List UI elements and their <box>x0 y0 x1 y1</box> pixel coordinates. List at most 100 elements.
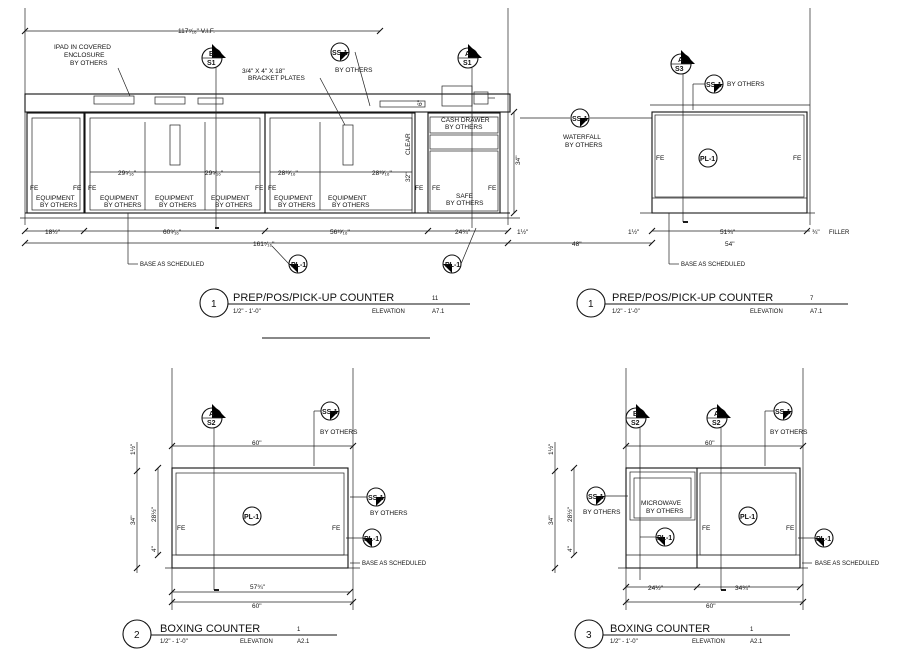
ipad-note: IPAD IN COVERED ENCLOSURE BY OTHERS <box>54 44 131 97</box>
svg-text:1: 1 <box>211 299 217 310</box>
svg-text:1: 1 <box>297 627 301 633</box>
dim-28-b: 28¹³⁄₁₆" <box>372 170 392 177</box>
section-tag-a-s2-b: A S2 <box>706 404 731 591</box>
dim-18-5: 18½" <box>45 228 61 236</box>
fe-label: FE <box>702 525 711 532</box>
material-tag-ss1-c: SS-1 BY OTHERS <box>313 401 358 466</box>
note-base-scheduled: BASE AS SCHEDULED <box>815 561 880 567</box>
svg-text:1/2" - 1'-0": 1/2" - 1'-0" <box>233 309 261 315</box>
svg-text:3/4" X 4" X 18": 3/4" X 4" X 18" <box>242 68 285 75</box>
svg-text:MICROWAVE: MICROWAVE <box>641 500 682 507</box>
dim-32: 32" <box>405 172 412 182</box>
section-tag-b-s2: B S2 <box>625 404 650 580</box>
svg-text:1: 1 <box>588 299 594 310</box>
view-title-text: BOXING COUNTER <box>610 623 710 635</box>
view-title-2: 2 BOXING COUNTER 1 1/2" - 1'-0" ELEVATIO… <box>122 619 337 649</box>
view-title-3: 3 BOXING COUNTER 1 1/2" - 1'-0" ELEVATIO… <box>574 619 790 649</box>
dim-34: 34" <box>548 515 555 525</box>
material-tag-ss1-d: SS-1 BY OTHERS <box>350 487 408 517</box>
dim-60: 60" <box>252 440 262 447</box>
dim-29-b: 29⁵⁄₁₆" <box>205 170 224 177</box>
svg-text:ELEVATION: ELEVATION <box>750 309 783 315</box>
section-tag-a-s3: A S3 <box>670 50 695 223</box>
svg-text:BY OTHERS: BY OTHERS <box>370 510 408 517</box>
material-tag-ss1: SS-1 BY OTHERS <box>330 42 373 107</box>
svg-text:SS-1: SS-1 <box>332 50 348 57</box>
svg-text:ELEVATION: ELEVATION <box>372 309 405 315</box>
dim-1-5: 1½" <box>517 228 529 236</box>
dim-6: 6" <box>417 99 424 106</box>
svg-text:BY OTHERS: BY OTHERS <box>159 202 197 209</box>
dim-1-5: 1½" <box>129 443 137 455</box>
fe-label: FE <box>30 185 39 192</box>
dim-overall-top: 117⁷⁄₁₆" V.I.F. <box>178 28 215 35</box>
svg-text:1/2" - 1'-0": 1/2" - 1'-0" <box>610 639 638 645</box>
svg-text:A: A <box>209 411 214 418</box>
svg-text:PL-1: PL-1 <box>364 536 379 543</box>
material-tag-ss1-b: SS-1 BY OTHERS <box>692 74 765 110</box>
note-base-scheduled: BASE AS SCHEDULED <box>140 262 205 268</box>
svg-text:PL-1: PL-1 <box>657 535 672 542</box>
dim-34-main: 34" <box>515 155 522 165</box>
svg-text:SS-1: SS-1 <box>572 116 588 123</box>
svg-text:3: 3 <box>586 630 592 641</box>
svg-text:ELEVATION: ELEVATION <box>692 639 725 645</box>
svg-text:PL-1: PL-1 <box>445 262 460 269</box>
svg-text:A: A <box>465 51 470 58</box>
note-base-scheduled: BASE AS SCHEDULED <box>681 262 746 268</box>
svg-text:EQUIPMENT: EQUIPMENT <box>36 195 75 202</box>
fe-label: FE <box>177 525 186 532</box>
equipment-label-1: EQUIPMENT BY OTHERS <box>36 195 78 209</box>
svg-text:S2: S2 <box>207 420 216 427</box>
svg-text:EQUIPMENT: EQUIPMENT <box>328 195 367 202</box>
svg-text:PL-1: PL-1 <box>740 514 755 521</box>
svg-text:2: 2 <box>134 630 140 641</box>
dim-29-a: 29⁵⁄₁₆" <box>118 170 137 177</box>
svg-text:B: B <box>209 51 214 58</box>
svg-text:1/2" - 1'-0": 1/2" - 1'-0" <box>160 639 188 645</box>
svg-text:EQUIPMENT: EQUIPMENT <box>155 195 194 202</box>
material-tag-pl1-g: PL-1 <box>640 527 675 547</box>
fe-label: FE <box>268 185 277 192</box>
dim-54: 54" <box>725 241 735 248</box>
svg-text:BY OTHERS: BY OTHERS <box>445 124 483 131</box>
dim-60-6: 60⁹⁄₁₆" <box>163 229 182 236</box>
svg-text:BY OTHERS: BY OTHERS <box>583 509 621 516</box>
svg-text:S1: S1 <box>463 60 472 67</box>
svg-text:SS-1: SS-1 <box>775 409 791 416</box>
fe-label: FE <box>488 185 497 192</box>
svg-text:BY OTHERS: BY OTHERS <box>40 202 78 209</box>
svg-text:7: 7 <box>810 296 814 302</box>
svg-text:BY OTHERS: BY OTHERS <box>278 202 316 209</box>
svg-text:PL-1: PL-1 <box>700 156 715 163</box>
view-boxing-counter-3: 60" MICROWAVE BY OTHERS FE FE PL-1 PL-1 … <box>547 368 880 610</box>
fe-label: FE <box>432 185 441 192</box>
material-tag-pl1-f: PL-1 <box>738 506 758 526</box>
dim-4: 4" <box>567 545 574 552</box>
svg-text:SS-1: SS-1 <box>368 495 384 502</box>
svg-text:BRACKET PLATES: BRACKET PLATES <box>248 75 305 82</box>
svg-text:CASH DRAWER: CASH DRAWER <box>441 117 490 124</box>
svg-text:BY OTHERS: BY OTHERS <box>646 508 684 515</box>
svg-text:EQUIPMENT: EQUIPMENT <box>211 195 250 202</box>
fe-label: FE <box>332 525 341 532</box>
svg-text:BY OTHERS: BY OTHERS <box>770 429 808 436</box>
svg-text:SS-1: SS-1 <box>706 82 722 89</box>
view-title-1-main: 1 PREP/POS/PICK-UP COUNTER 11 1/2" - 1'-… <box>199 288 470 318</box>
dim-28-5: 28½" <box>566 506 574 522</box>
svg-text:BY OTHERS: BY OTHERS <box>70 60 108 67</box>
note-clear: CLEAR <box>405 133 412 155</box>
svg-text:BY OTHERS: BY OTHERS <box>565 142 603 149</box>
view-title-text: BOXING COUNTER <box>160 623 260 635</box>
material-tag-pl1-c: PL-1 <box>698 148 718 168</box>
svg-text:11: 11 <box>432 296 439 302</box>
svg-text:ENCLOSURE: ENCLOSURE <box>64 52 105 59</box>
svg-text:S3: S3 <box>675 66 684 73</box>
svg-text:BY OTHERS: BY OTHERS <box>446 200 484 207</box>
view-prep-counter-main: 117⁷⁄₁₆" V.I.F. CLEAR <box>20 8 656 274</box>
fe-label: FE <box>793 155 802 162</box>
svg-text:BY OTHERS: BY OTHERS <box>335 67 373 74</box>
equipment-label-5: EQUIPMENT BY OTHERS <box>274 195 316 209</box>
dim-51: 51¾" <box>720 229 736 236</box>
dim-34: 34" <box>130 515 137 525</box>
